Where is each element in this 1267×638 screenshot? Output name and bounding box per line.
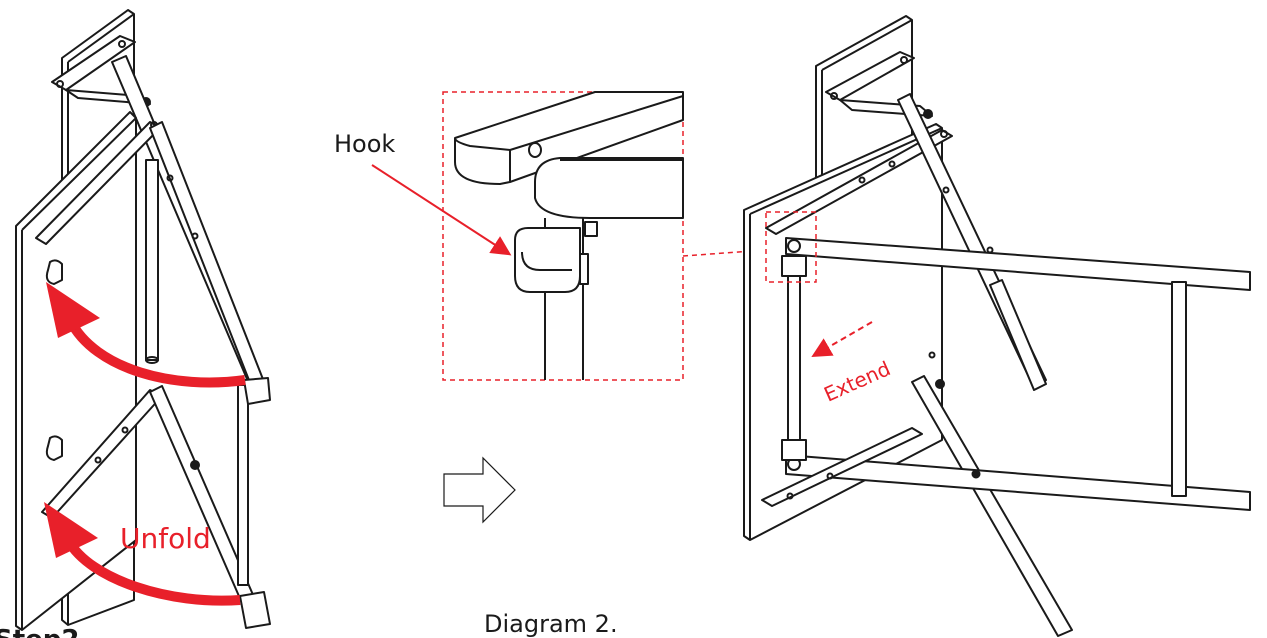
step-label: Step2 — [0, 625, 80, 638]
hook-detail — [442, 91, 684, 381]
left-hook-upper-icon — [45, 259, 63, 285]
left-figure — [15, 9, 271, 631]
left-hook-lower-icon — [45, 435, 63, 461]
right-hook-highlight — [765, 211, 817, 283]
right-hook-upper-icon — [781, 255, 807, 277]
detail-hook-icon — [514, 227, 581, 293]
unfold-arrow-upper-icon — [65, 317, 246, 388]
unfold-label: Unfold — [120, 522, 211, 555]
hook-pointer-arrow-icon — [371, 164, 512, 256]
right-figure — [743, 15, 1251, 637]
unfold-arrow-lower-icon — [63, 537, 241, 606]
hook-label: Hook — [334, 130, 395, 158]
right-hook-lower-icon — [781, 439, 807, 461]
diagram-caption: Diagram 2. — [484, 610, 618, 638]
unfold-arrows — [44, 282, 246, 606]
detail-connector — [682, 249, 767, 257]
detail-frame — [442, 91, 684, 381]
extend-arrow-icon — [811, 321, 873, 357]
next-step-arrow-icon — [443, 456, 516, 524]
